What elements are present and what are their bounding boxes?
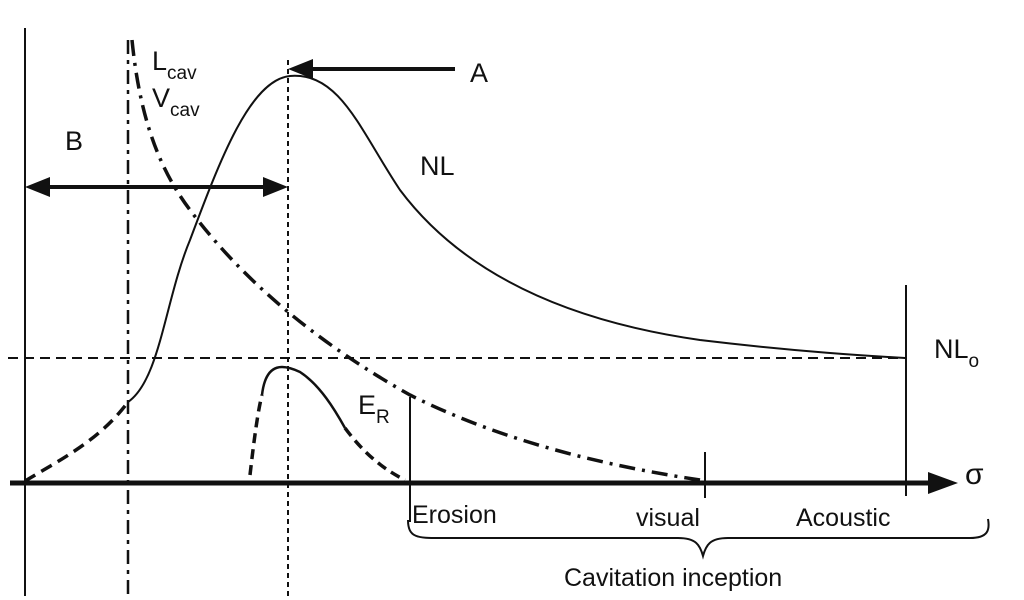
sigma-axis-arrowhead [928, 472, 958, 494]
nl-curve-dashed-start [24, 400, 130, 483]
erosion-tick-label: Erosion [412, 501, 497, 529]
visual-tick-label: visual [636, 504, 700, 532]
sigma-label: σ [965, 458, 984, 491]
arrow-a-head [288, 59, 313, 79]
arrow-a-label: A [470, 58, 488, 88]
e-r-curve-dashed-left [248, 394, 264, 476]
v-cav-label: Vcav [152, 83, 200, 121]
e-r-curve [260, 365, 347, 429]
acoustic-tick-label: Acoustic [796, 504, 890, 532]
l-cav-label: Lcav [152, 46, 197, 84]
arrow-b-left-head [25, 177, 50, 197]
nl-curve [127, 74, 906, 403]
arrow-b-right-head [263, 177, 288, 197]
cavitation-inception-label: Cavitation inception [564, 564, 782, 592]
e-r-curve-dashed-right [343, 426, 406, 482]
nl-label: NL [420, 151, 455, 181]
nl-o-label: NLo [934, 334, 979, 372]
l-cav-v-cav-curve [130, 39, 701, 482]
cavitation-inception-brace [407, 518, 990, 560]
arrow-b-label: B [65, 126, 83, 156]
e-r-label: ER [358, 390, 390, 428]
